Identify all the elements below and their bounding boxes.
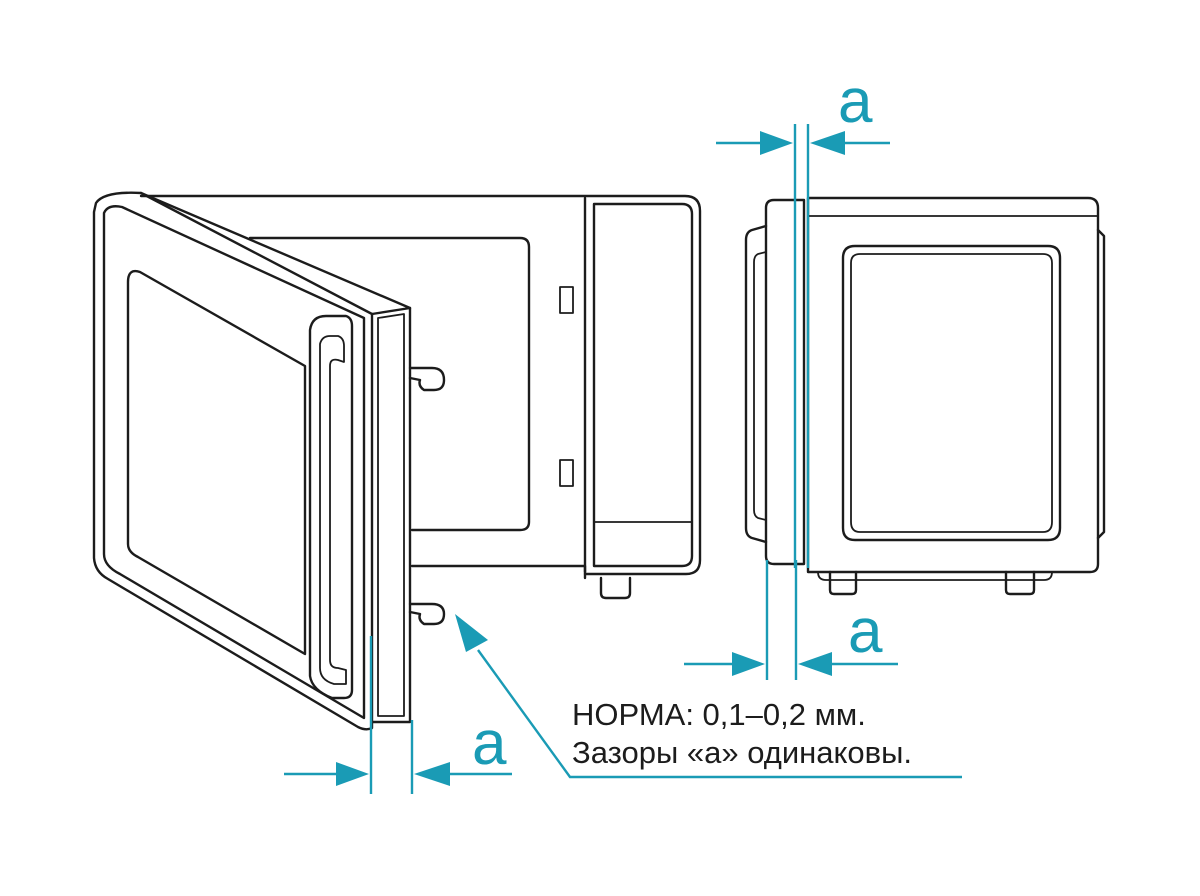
- microwave-closed-door-drawing: [744, 196, 1106, 596]
- dimension-top-right: [716, 124, 890, 568]
- gap-label-bottom-right: a: [848, 597, 883, 666]
- norm-note-line2: Зазоры «а» одинаковы.: [572, 735, 912, 770]
- dimension-bottom-left: [284, 636, 512, 794]
- gap-label-bottom-left: a: [472, 709, 507, 778]
- norm-note-line1: НОРМА: 0,1–0,2 мм.: [572, 697, 866, 732]
- leader-line: [455, 614, 962, 779]
- microwave-open-door-drawing: [92, 191, 702, 731]
- gap-label-top: a: [838, 67, 873, 136]
- dimension-bottom-right: [684, 560, 898, 680]
